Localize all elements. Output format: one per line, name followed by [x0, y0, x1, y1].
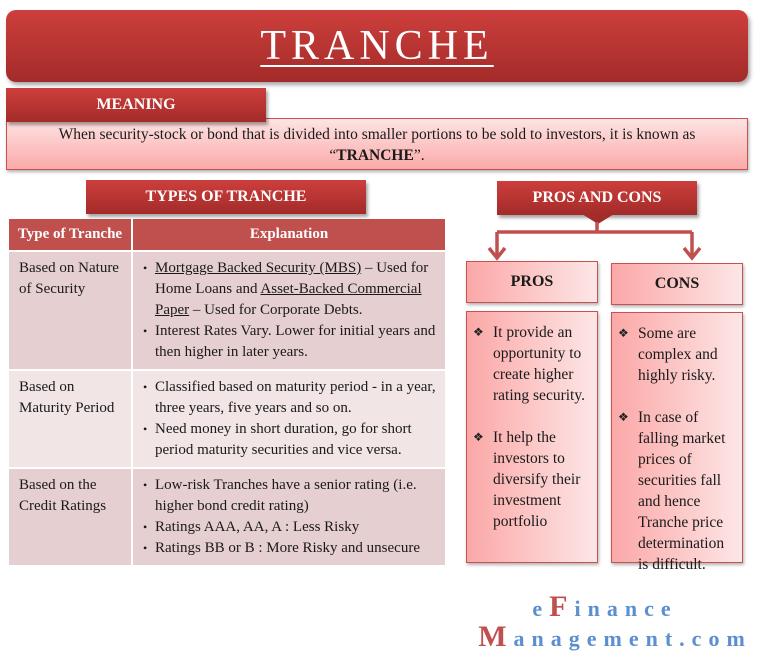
bullet-item: Need money in short duration, go for sho… — [141, 419, 437, 461]
meaning-term: TRANCHE — [336, 147, 414, 164]
bullet-item: Interest Rates Vary. Lower for initial y… — [141, 321, 437, 363]
type-cell: Based on Maturity Period — [7, 369, 133, 469]
table-row: Based on Maturity Period Classified base… — [7, 369, 447, 469]
types-table: Type of Tranche Explanation Based on Nat… — [7, 217, 447, 567]
bullet-item: Ratings BB or B : More Risky and unsecur… — [141, 538, 437, 559]
pros-list: It provide an opportunity to create high… — [466, 311, 598, 563]
explanation-cell: Low-risk Tranches have a senior rating (… — [131, 467, 447, 567]
pros-cons-label: PROS AND CONS — [497, 181, 697, 215]
types-label: TYPES OF TRANCHE — [86, 180, 366, 214]
meaning-definition: When security-stock or bond that is divi… — [6, 118, 748, 170]
title-banner: TRANCHE — [6, 10, 748, 82]
table-row: Based on Nature of Security Mortgage Bac… — [7, 250, 447, 371]
type-cell: Based on the Credit Ratings — [7, 467, 133, 567]
table-row: Based on the Credit Ratings Low-risk Tra… — [7, 467, 447, 567]
header-explanation: Explanation — [131, 217, 447, 252]
logo-line-2: Management.com — [478, 620, 752, 653]
logo-line-1: eFinance — [532, 590, 678, 623]
header-type: Type of Tranche — [7, 217, 133, 252]
cons-header: CONS — [611, 263, 743, 305]
pros-item: It help the investors to diversify their… — [473, 427, 591, 532]
explanation-cell: Classified based on maturity period - in… — [131, 369, 447, 469]
pros-item: It provide an opportunity to create high… — [473, 322, 591, 406]
pointer-notch-icon — [582, 214, 614, 224]
explanation-cell: Mortgage Backed Security (MBS) – Used fo… — [131, 250, 447, 371]
table-header-row: Type of Tranche Explanation — [7, 217, 447, 252]
bullet-item: Classified based on maturity period - in… — [141, 377, 437, 419]
branch-arrows-icon — [487, 222, 702, 261]
cons-list: Some are complex and highly risky. In ca… — [611, 312, 743, 573]
type-cell: Based on Nature of Security — [7, 250, 133, 371]
bullet-item: Mortgage Backed Security (MBS) – Used fo… — [141, 258, 437, 321]
bullet-item: Low-risk Tranches have a senior rating (… — [141, 475, 437, 517]
bullet-item: Ratings AAA, AA, A : Less Risky — [141, 517, 437, 538]
cons-item: Some are complex and highly risky. — [618, 323, 736, 386]
meaning-label: MEANING — [6, 88, 266, 122]
mbs-link[interactable]: Mortgage Backed Security (MBS) — [155, 260, 362, 276]
page-title: TRANCHE — [260, 23, 494, 69]
pros-header: PROS — [466, 261, 598, 303]
abcp-link[interactable]: Asset-Backed Commercial Paper — [155, 281, 422, 318]
cons-item: In case of falling market prices of secu… — [618, 407, 736, 575]
